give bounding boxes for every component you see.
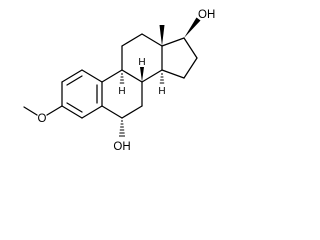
estradiol-derivative-structure: OH O OH H H H bbox=[23, 9, 215, 153]
hydroxyl-hashed-bond bbox=[119, 120, 125, 137]
methoxy-oxygen-label: O bbox=[38, 113, 47, 125]
methyl-wedge-bond bbox=[159, 25, 165, 46]
h9-hashed-bond bbox=[119, 73, 125, 84]
h8-wedge-bond bbox=[140, 67, 144, 82]
aromatic-double-bond-3 bbox=[66, 102, 83, 113]
hydroxyl-wedge-bond bbox=[184, 17, 201, 38]
hydroxyl-label-bottom: OH bbox=[113, 141, 130, 153]
h8-label: H bbox=[138, 57, 145, 68]
hydroxyl-label-top: OH bbox=[198, 9, 215, 21]
methoxy-bonds bbox=[23, 105, 63, 116]
h9-label: H bbox=[118, 86, 125, 97]
ring-d-bonds bbox=[161, 37, 198, 79]
ring-b-bonds bbox=[101, 69, 143, 119]
ring-c-bonds bbox=[121, 33, 163, 83]
h14-label: H bbox=[158, 86, 165, 97]
ring-a-bonds bbox=[61, 69, 103, 119]
aromatic-double-bond-1 bbox=[66, 75, 83, 86]
h14-hashed-bond bbox=[159, 73, 165, 84]
